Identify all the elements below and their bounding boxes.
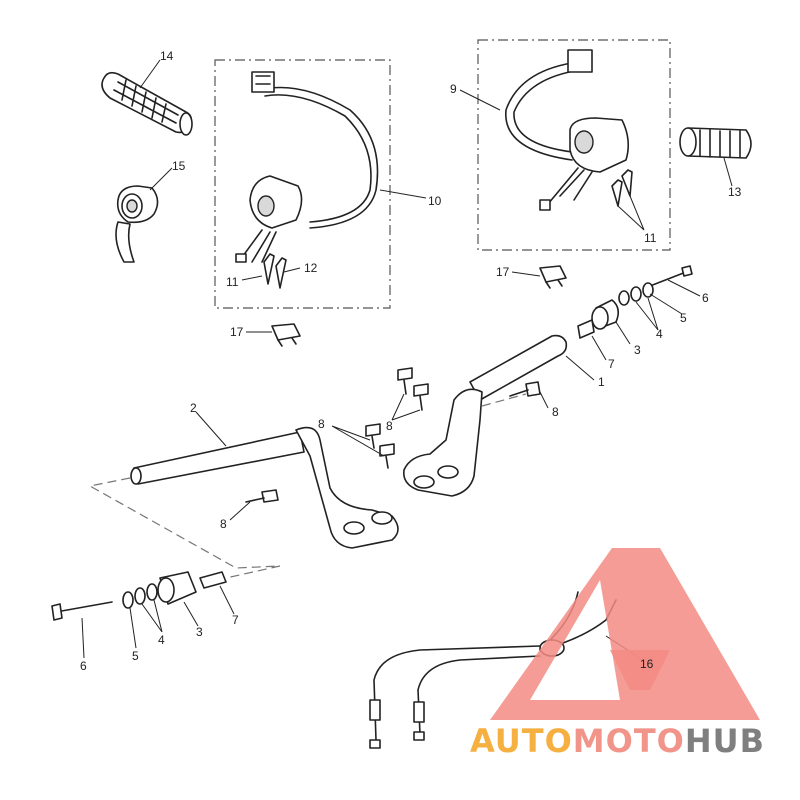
callout-8: 8	[552, 405, 559, 419]
callout-14: 14	[160, 49, 174, 63]
cable-clip-part	[271, 265, 567, 347]
callout-6: 6	[702, 291, 709, 305]
callout-3: 3	[196, 625, 203, 639]
callout-16: 16	[640, 657, 654, 671]
callout-15: 15	[172, 159, 186, 173]
automotohub-logo	[490, 548, 760, 720]
callout-6: 6	[80, 659, 87, 673]
callout-13: 13	[728, 185, 742, 199]
right-bar-end-set-part	[577, 265, 693, 339]
callout-7: 7	[608, 357, 615, 371]
logo-inner-mark	[610, 650, 670, 690]
callout-numbers: 14 15 10 9 13 11 12 11 17 17 6 5 4 3 7 1…	[80, 49, 742, 673]
right-handlebar-part	[402, 334, 568, 497]
callout-11: 11	[226, 275, 239, 289]
alignment-dashed-line-right	[481, 393, 527, 407]
left-bar-end-set-part	[51, 571, 227, 621]
callout-7: 7	[232, 613, 239, 627]
left-switch-group-box	[214, 59, 391, 309]
callout-8: 8	[220, 517, 227, 531]
logo-triangle	[490, 548, 760, 720]
right-grip-part	[679, 127, 752, 159]
switch-screws-part	[263, 169, 633, 289]
left-handlebar-part	[130, 426, 399, 549]
callout-17: 17	[496, 265, 510, 279]
alignment-dashed-line	[88, 477, 281, 579]
callout-2: 2	[190, 401, 197, 415]
watermark-hub: HUB	[685, 722, 765, 760]
callout-17: 17	[230, 325, 244, 339]
watermark-text: AUTOMOTOHUB	[470, 722, 765, 760]
callout-4: 4	[656, 327, 663, 341]
throttle-twist-part	[115, 185, 159, 263]
left-switch-cube-part	[235, 71, 379, 263]
watermark-moto: MOTO	[573, 722, 685, 760]
left-grip-part	[101, 71, 193, 136]
callout-8: 8	[386, 419, 393, 433]
callout-1: 1	[598, 375, 605, 389]
callout-4: 4	[158, 633, 165, 647]
callout-12: 12	[304, 261, 318, 275]
callout-3: 3	[634, 343, 641, 357]
callout-8: 8	[318, 417, 325, 431]
right-switch-group-box	[477, 39, 671, 251]
watermark-auto: AUTO	[470, 722, 573, 760]
leader-lines	[81, 59, 733, 659]
right-switch-cube-part	[505, 49, 630, 211]
callout-9: 9	[450, 82, 457, 96]
callout-11: 11	[644, 231, 657, 245]
callout-5: 5	[680, 311, 687, 325]
callout-5: 5	[132, 649, 139, 663]
clamp-bolts-part	[245, 367, 541, 503]
callout-10: 10	[428, 194, 442, 208]
